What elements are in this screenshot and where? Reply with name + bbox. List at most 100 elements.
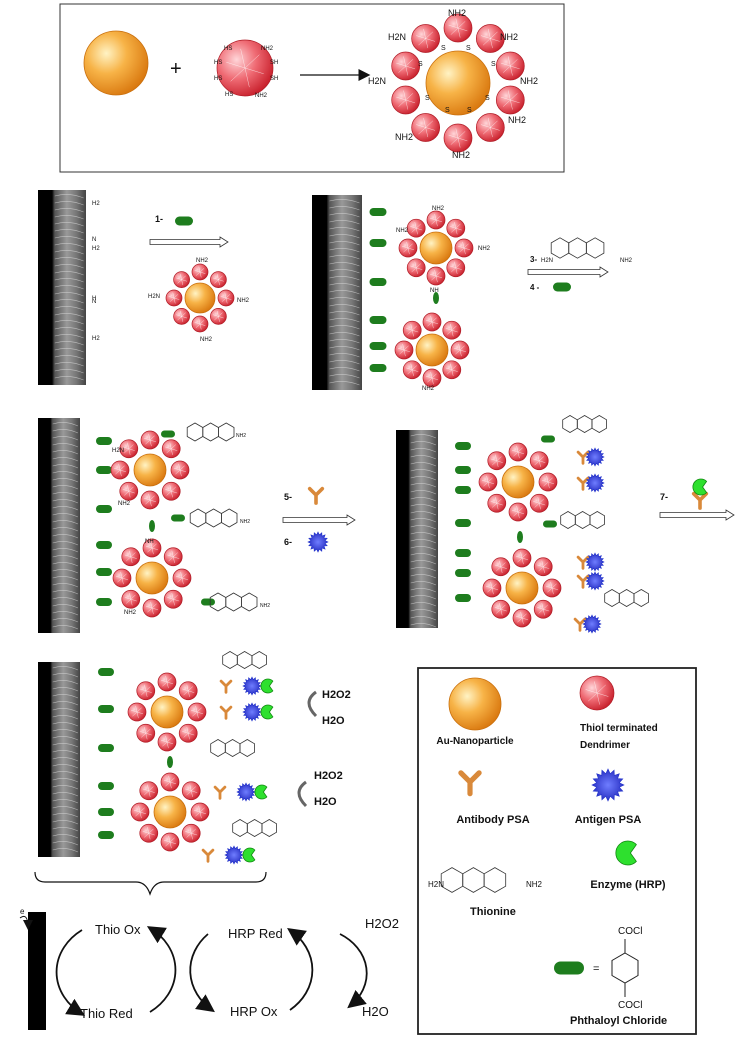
nanotube-texture xyxy=(52,464,79,469)
step4-lower-dendrimer xyxy=(142,538,162,558)
nanotube-texture xyxy=(329,290,360,295)
antigen-spiky xyxy=(585,473,605,493)
dendrimer-branch xyxy=(214,316,219,321)
step1-reagent-dendrimer xyxy=(173,271,190,288)
dendrimer-branch xyxy=(482,38,491,46)
thionine-ring xyxy=(189,508,207,528)
dendrimer-branch xyxy=(187,733,190,740)
dendrimer-branch xyxy=(244,67,264,75)
grouping-brace xyxy=(34,871,267,896)
step6-upper-dendrimer xyxy=(487,493,507,513)
dendrimer-branch xyxy=(490,127,493,138)
antibody-arm xyxy=(576,450,590,465)
dendrimer-branch xyxy=(429,273,437,277)
antibody-arm xyxy=(307,486,325,505)
dendrimer-branch xyxy=(543,608,550,612)
step6-lower-dendrimer xyxy=(491,599,511,619)
amine-label: H xyxy=(92,296,96,302)
dendrimer-branch xyxy=(181,279,188,282)
thionine-ring xyxy=(186,422,204,442)
dendrimer-branch xyxy=(487,481,490,489)
dendrimer-branch xyxy=(453,347,461,351)
dendrimer-branch xyxy=(542,566,545,573)
dendrimer-branch xyxy=(494,564,501,568)
nanotube-texture xyxy=(329,367,360,372)
dendrimer-branch xyxy=(148,790,151,797)
dendrimer-branch xyxy=(411,267,417,273)
dendrimer-branch xyxy=(396,62,406,67)
nanotube-texture xyxy=(52,506,79,511)
dendrimer-branch xyxy=(181,577,189,581)
arrow-step3-4 xyxy=(527,266,609,278)
dendrimer-branch xyxy=(513,511,519,517)
nh-label: NH xyxy=(430,288,439,294)
step-7-label: 7- xyxy=(660,492,668,502)
dendrimer-branch xyxy=(129,593,132,600)
nanotube-texture xyxy=(54,320,84,325)
dendrimer-branch xyxy=(145,686,151,691)
nanotube-texture xyxy=(410,462,437,467)
dendrimer-branch xyxy=(128,444,134,449)
dendrimer-branch xyxy=(407,369,413,375)
dendrimer-branch xyxy=(151,603,157,609)
nh2-label: NH2 xyxy=(396,228,409,234)
dendrimer-branch xyxy=(135,811,141,817)
dendrimer-branch xyxy=(496,460,503,463)
dendrimer-branch xyxy=(455,263,461,268)
dendrimer-branch xyxy=(431,377,439,381)
dendrimer-branch xyxy=(510,59,518,67)
thionine-ring xyxy=(246,819,263,837)
dendrimer-branch xyxy=(149,499,152,507)
final-lower-dendrimer xyxy=(130,802,150,822)
dendrimer-branch xyxy=(172,599,175,606)
dendrimer-branch xyxy=(121,577,124,585)
dendrimer-branch xyxy=(412,325,417,331)
dendrimer-branch xyxy=(410,363,413,370)
sulfur-label: S xyxy=(467,107,472,114)
dendrimer-branch xyxy=(163,839,171,843)
dendrimer-branch xyxy=(168,599,174,604)
nanotube-texture xyxy=(329,276,360,281)
dendrimer-branch xyxy=(403,345,409,351)
dendrimer-branch xyxy=(537,564,544,568)
dendrimer-branch xyxy=(133,809,141,813)
step4-upper-dendrimer xyxy=(161,439,181,459)
step2-upper-dendrimer xyxy=(454,238,474,258)
dendrimer-branch xyxy=(482,127,491,135)
nanotube-texture xyxy=(52,611,79,616)
antigen-bound xyxy=(242,676,262,696)
dendrimer-branch xyxy=(451,228,456,233)
phthaloyl-linker xyxy=(98,668,114,676)
nanotube-texture xyxy=(410,553,437,558)
dendrimer-branch xyxy=(189,827,192,834)
dendrimer-branch xyxy=(218,279,224,282)
dendrimer-branch xyxy=(218,316,220,322)
dendrimer-branch xyxy=(121,577,129,581)
nanotube-texture xyxy=(52,562,79,567)
dendrimer-branch xyxy=(128,448,131,455)
legend-au-label: Au-Nanoparticle xyxy=(436,736,514,747)
nanotube-texture xyxy=(54,369,84,374)
antibody-arm xyxy=(201,848,215,863)
dendrimer-branch xyxy=(539,502,546,506)
nanotube-texture xyxy=(52,743,79,748)
dendrimer-branch xyxy=(171,593,174,600)
step1-reagent-dendrimer xyxy=(210,271,227,288)
dendrimer-branch xyxy=(490,38,500,42)
dendrimer-branch xyxy=(445,367,452,371)
dendrimer-branch xyxy=(181,316,184,322)
enzyme-pacman xyxy=(254,784,268,800)
dendrimer-branch xyxy=(596,692,600,705)
dendrimer-branch xyxy=(412,369,419,372)
thionine-ring xyxy=(576,415,593,433)
dendrimer-branch xyxy=(177,279,182,284)
dendrimer-branch xyxy=(147,784,150,791)
product-gold-core xyxy=(425,50,491,116)
phthaloyl-linker xyxy=(171,514,185,522)
thionine-ring xyxy=(633,589,649,607)
dendrimer-branch xyxy=(191,828,197,834)
thionine-ring xyxy=(210,739,226,757)
final-upper-dendrimer xyxy=(157,672,177,692)
dendrimer-branch xyxy=(145,732,152,736)
dendrimer-branch xyxy=(171,486,177,492)
